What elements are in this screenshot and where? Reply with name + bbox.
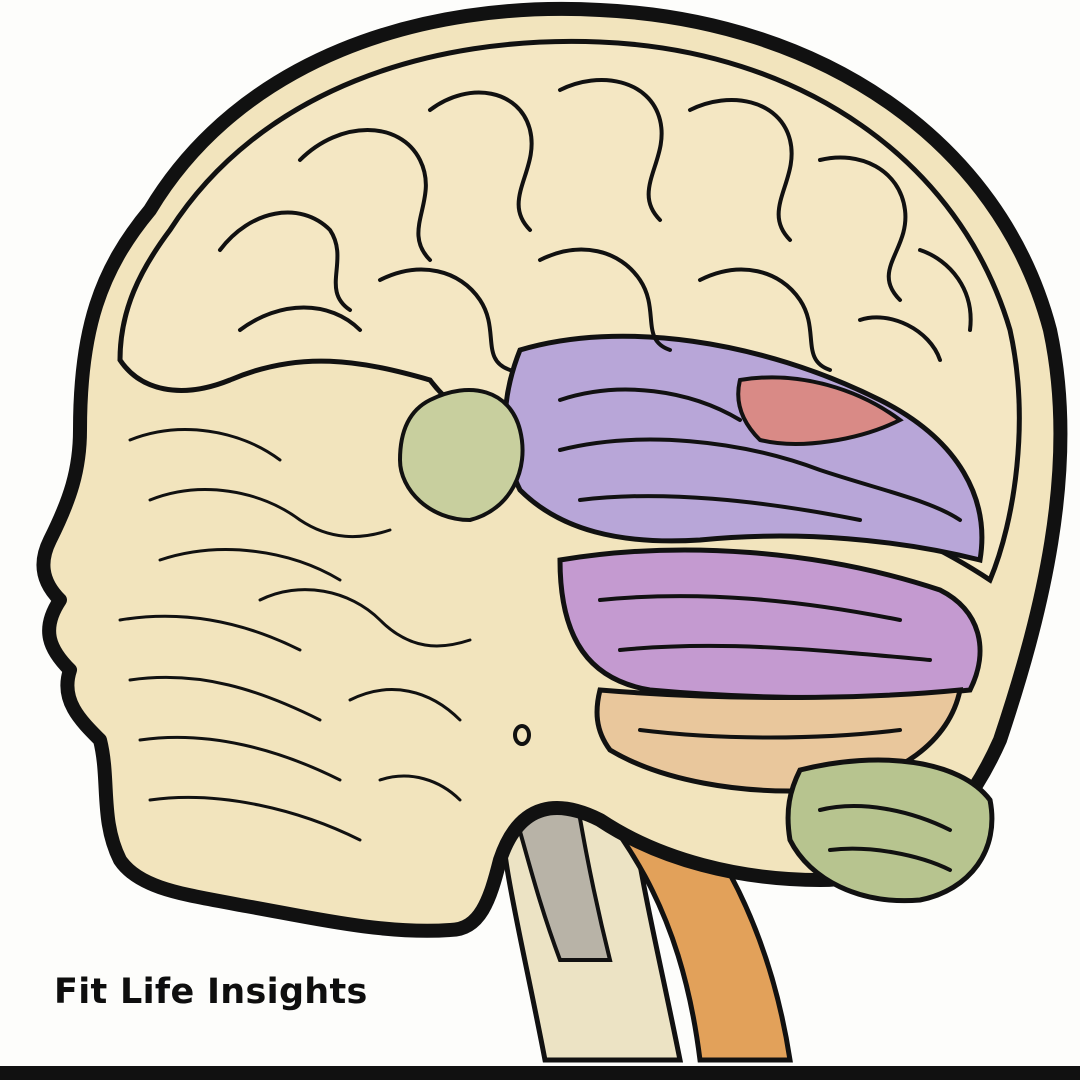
sage-insula <box>397 388 525 523</box>
ear-canal-marker <box>513 724 531 746</box>
face-texture-lines <box>118 428 472 842</box>
cortex-folds <box>218 78 973 872</box>
brand-caption: Fit Life Insights <box>54 972 368 1012</box>
rose-lobe <box>736 375 904 446</box>
bottom-border <box>0 1066 1080 1080</box>
violet-lobe <box>557 547 983 700</box>
